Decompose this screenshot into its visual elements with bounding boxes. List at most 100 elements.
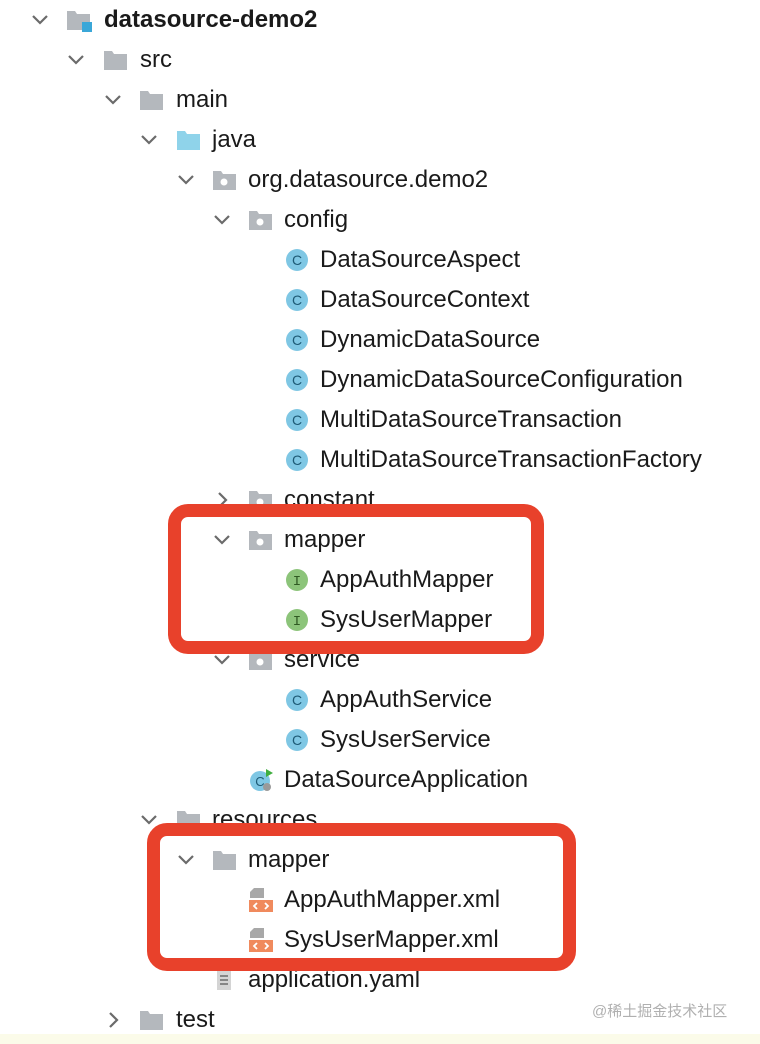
package-label: constant bbox=[284, 486, 375, 513]
chevron-down-icon[interactable] bbox=[66, 50, 86, 70]
class-label: MultiDataSourceTransactionFactory bbox=[320, 446, 702, 473]
class-icon: C bbox=[286, 689, 308, 711]
class-label: MultiDataSourceTransaction bbox=[320, 406, 622, 433]
folder-label: main bbox=[176, 86, 229, 113]
svg-text:C: C bbox=[292, 332, 302, 348]
svg-text:I: I bbox=[293, 574, 301, 590]
folder-icon bbox=[213, 851, 236, 870]
svg-text:C: C bbox=[292, 732, 302, 748]
package-label: mapper bbox=[284, 526, 366, 553]
tree-row-interface[interactable]: I SysUserMapper bbox=[0, 600, 760, 640]
tree-row-main[interactable]: main bbox=[0, 80, 760, 120]
class-icon: C bbox=[286, 409, 308, 431]
resources-folder-icon bbox=[177, 811, 200, 830]
package-label: service bbox=[284, 646, 361, 673]
chevron-down-icon[interactable] bbox=[176, 170, 196, 190]
spring-boot-app-icon: C bbox=[250, 769, 273, 791]
chevron-right-icon[interactable] bbox=[212, 490, 232, 510]
chevron-down-icon[interactable] bbox=[212, 530, 232, 550]
tree-row-java[interactable]: java bbox=[0, 120, 760, 160]
chevron-down-icon[interactable] bbox=[139, 810, 159, 830]
svg-text:C: C bbox=[292, 252, 302, 268]
class-label: DynamicDataSourceConfiguration bbox=[320, 366, 683, 393]
class-label: DataSourceApplication bbox=[284, 766, 529, 793]
class-icon: C bbox=[286, 249, 308, 271]
chevron-down-icon[interactable] bbox=[176, 850, 196, 870]
file-label: SysUserMapper.xml bbox=[284, 926, 499, 953]
package-label: config bbox=[284, 206, 349, 233]
tree-row-project[interactable]: datasource-demo2 bbox=[0, 0, 760, 40]
tree-row-class[interactable]: C DataSourceAspect bbox=[0, 240, 760, 280]
tree-row-resources-mapper[interactable]: mapper bbox=[0, 840, 760, 880]
tree-row-class[interactable]: C MultiDataSourceTransaction bbox=[0, 400, 760, 440]
tree-row-constant[interactable]: constant bbox=[0, 480, 760, 520]
chevron-right-icon[interactable] bbox=[103, 1010, 123, 1030]
package-icon bbox=[213, 171, 236, 190]
chevron-down-icon[interactable] bbox=[103, 90, 123, 110]
interface-label: AppAuthMapper bbox=[320, 566, 494, 593]
svg-text:C: C bbox=[292, 452, 302, 468]
folder-label: src bbox=[140, 46, 172, 73]
yaml-file-icon bbox=[217, 970, 231, 990]
xml-file-icon bbox=[249, 888, 273, 912]
project-name: datasource-demo2 bbox=[104, 6, 318, 33]
tree-row-class[interactable]: C AppAuthService bbox=[0, 680, 760, 720]
tree-row-test[interactable]: test bbox=[0, 1000, 760, 1040]
tree-row-resources[interactable]: resources bbox=[0, 800, 760, 840]
tree-row-class[interactable]: C MultiDataSourceTransactionFactory bbox=[0, 440, 760, 480]
class-label: DynamicDataSource bbox=[320, 326, 541, 353]
folder-label: resources bbox=[212, 806, 318, 833]
class-label: DataSourceAspect bbox=[320, 246, 521, 273]
package-icon bbox=[249, 531, 272, 550]
tree-row-mapper[interactable]: mapper bbox=[0, 520, 760, 560]
package-icon bbox=[249, 211, 272, 230]
tree-row-xml[interactable]: SysUserMapper.xml bbox=[0, 920, 760, 960]
folder-icon bbox=[104, 51, 127, 70]
tree-row-config[interactable]: config bbox=[0, 200, 760, 240]
svg-text:C: C bbox=[292, 412, 302, 428]
class-icon: C bbox=[286, 329, 308, 351]
tree-row-class[interactable]: C DataSourceContext bbox=[0, 280, 760, 320]
chevron-down-icon[interactable] bbox=[212, 210, 232, 230]
chevron-down-icon[interactable] bbox=[139, 130, 159, 150]
interface-icon: I bbox=[286, 609, 308, 631]
interface-label: SysUserMapper bbox=[320, 606, 493, 633]
folder-label: mapper bbox=[248, 846, 330, 873]
folder-label: java bbox=[212, 126, 257, 153]
tree-row-service[interactable]: service bbox=[0, 640, 760, 680]
folder-icon bbox=[140, 1011, 163, 1030]
tree-row-class[interactable]: C DynamicDataSource bbox=[0, 320, 760, 360]
svg-text:C: C bbox=[255, 774, 264, 789]
module-folder-icon bbox=[67, 11, 92, 32]
interface-icon: I bbox=[286, 569, 308, 591]
package-icon bbox=[249, 491, 272, 510]
class-icon: C bbox=[286, 369, 308, 391]
watermark: @稀土掘金技术社区 bbox=[592, 1003, 728, 1020]
tree-row-interface[interactable]: I AppAuthMapper bbox=[0, 560, 760, 600]
tree-row-class[interactable]: C SysUserService bbox=[0, 720, 760, 760]
chevron-down-icon[interactable] bbox=[30, 10, 50, 30]
package-label: org.datasource.demo2 bbox=[248, 166, 489, 193]
svg-text:I: I bbox=[293, 614, 301, 630]
svg-text:C: C bbox=[292, 292, 302, 308]
folder-icon bbox=[140, 91, 163, 110]
tree-row-src[interactable]: src bbox=[0, 40, 760, 80]
class-icon: C bbox=[286, 449, 308, 471]
class-icon: C bbox=[286, 729, 308, 751]
source-folder-icon bbox=[177, 131, 200, 150]
class-label: DataSourceContext bbox=[320, 286, 530, 313]
file-label: AppAuthMapper.xml bbox=[284, 886, 501, 913]
tree-row-application[interactable]: C DataSourceApplication bbox=[0, 760, 760, 800]
tree-row-yaml[interactable]: application.yaml bbox=[0, 960, 760, 1000]
package-icon bbox=[249, 651, 272, 670]
svg-text:C: C bbox=[292, 692, 302, 708]
file-label: application.yaml bbox=[248, 966, 421, 993]
xml-file-icon bbox=[249, 928, 273, 952]
tree-row-xml[interactable]: AppAuthMapper.xml bbox=[0, 880, 760, 920]
tree-row-class[interactable]: C DynamicDataSourceConfiguration bbox=[0, 360, 760, 400]
folder-label: test bbox=[176, 1006, 215, 1033]
tree-row-package[interactable]: org.datasource.demo2 bbox=[0, 160, 760, 200]
class-label: SysUserService bbox=[320, 726, 491, 753]
chevron-down-icon[interactable] bbox=[212, 650, 232, 670]
